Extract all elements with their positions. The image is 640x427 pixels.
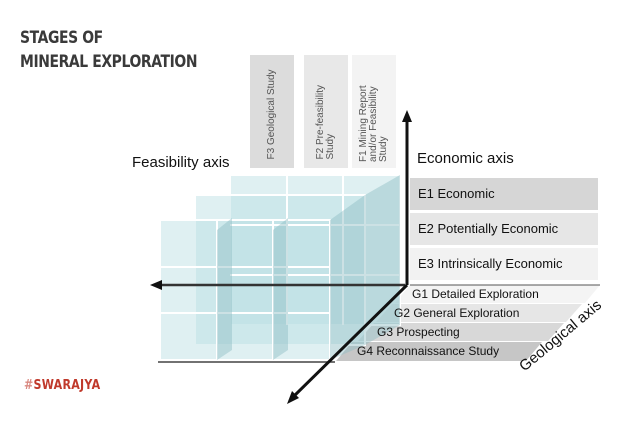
economic-category-label: E1 Economic [418,186,495,201]
economic-category-label: E2 Potentially Economic [418,221,559,236]
title-line-1: STAGES OF [20,28,103,48]
g4-band [336,342,542,361]
geological-category-label: G1 Detailed Exploration [412,287,539,301]
geological-category-g1: G1 Detailed Exploration [412,286,539,303]
geological-category-g2: G2 General Exploration [394,305,519,322]
economic-category-e2: E2 Potentially Economic [410,213,598,245]
brand-hash: # [24,378,34,393]
geological-axis-arrowhead-icon [287,391,299,404]
economic-axis-label: Economic axis [417,150,514,167]
economic-category-e1: E1 Economic [410,178,598,210]
g1-band [395,285,600,303]
geological-axis-line [290,283,409,400]
brand-name: SWARAJYA [33,378,101,393]
g2-band [376,304,582,322]
economic-category-label: E3 Intrinsically Economic [418,256,563,271]
geological-category-g3: G3 Prospecting [377,324,460,341]
economic-category-e3: E3 Intrinsically Economic [410,248,598,280]
geological-category-label: G2 General Exploration [394,306,520,320]
geological-category-label: G4 Reconnaissance Study [357,344,500,358]
geological-category-label: G3 Prospecting [377,325,460,339]
g3-band [358,323,564,341]
geological-category-g4: G4 Reconnaissance Study [357,343,499,360]
page-title: STAGES OF MINERAL EXPLORATION [20,26,198,74]
feasibility-category-f1: F1 Mining Report and/or Feasibility Stud… [352,55,396,168]
feasibility-category-f3: F3 Geological Study [250,55,294,168]
feasibility-axis-arrowhead-icon [150,280,162,290]
title-line-2: MINERAL EXPLORATION [20,52,198,72]
feasibility-axis-label: Feasibility axis [132,154,230,171]
economic-axis-arrowhead-icon [402,110,412,122]
brand-logo: #SWARAJYA [24,378,100,393]
cube-grid [159,174,401,361]
feasibility-category-f2: F2 Pre-feasibility Study [304,55,348,168]
